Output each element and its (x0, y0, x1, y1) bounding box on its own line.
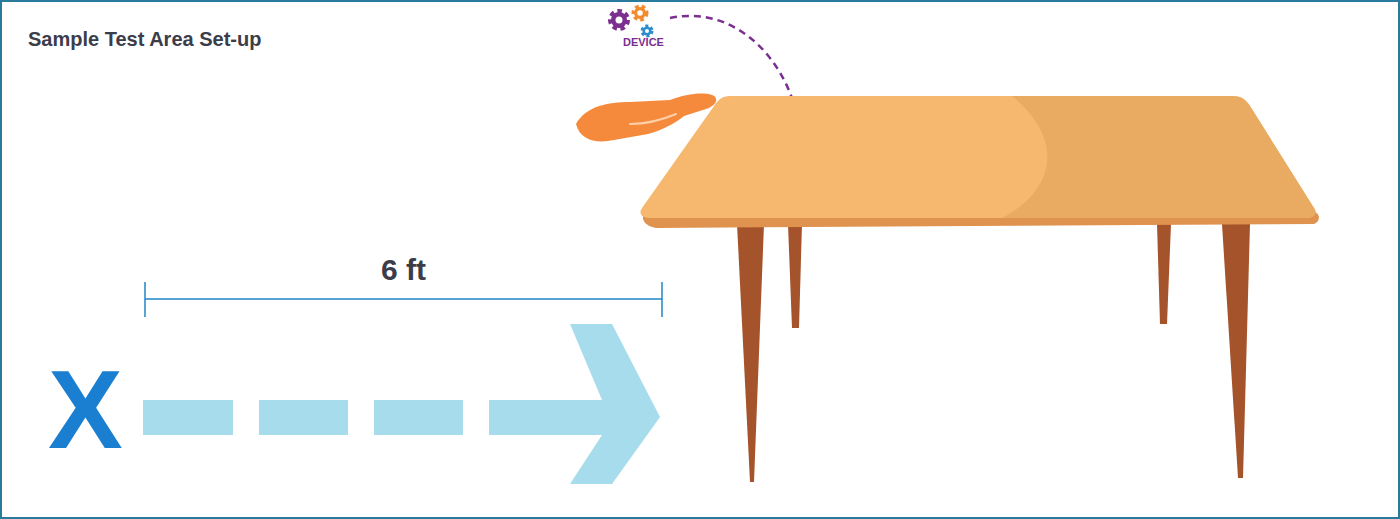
gear (634, 7, 646, 19)
arrow-dash (143, 400, 233, 435)
gear-hole (637, 10, 643, 16)
walk-arrow (143, 324, 660, 484)
arrow-dash (374, 400, 463, 435)
dimension-tick (661, 282, 663, 317)
gear-hole (616, 17, 623, 24)
gear (643, 27, 652, 36)
diagram-title: Sample Test Area Set-up (28, 29, 261, 49)
gear-icon (611, 7, 652, 36)
gear-hole (645, 29, 649, 33)
start-marker: X (48, 354, 123, 466)
gear (612, 13, 626, 27)
dimension-line (145, 282, 662, 317)
arrow-dash (259, 400, 348, 435)
dimension-line (145, 298, 662, 300)
table-leg (788, 224, 802, 328)
table-top-shade (1002, 96, 1316, 218)
table (640, 96, 1318, 482)
table-leg (1222, 224, 1250, 478)
table-leg (737, 224, 764, 482)
gear (611, 12, 627, 28)
dimension-tick (144, 282, 146, 317)
hand-crease (630, 114, 676, 124)
dimension-label: 6 ft (381, 255, 426, 285)
table-leg (1157, 224, 1171, 324)
arrow-head (489, 324, 660, 484)
device-label: DEVICE (623, 37, 664, 48)
table-top (640, 96, 1315, 218)
